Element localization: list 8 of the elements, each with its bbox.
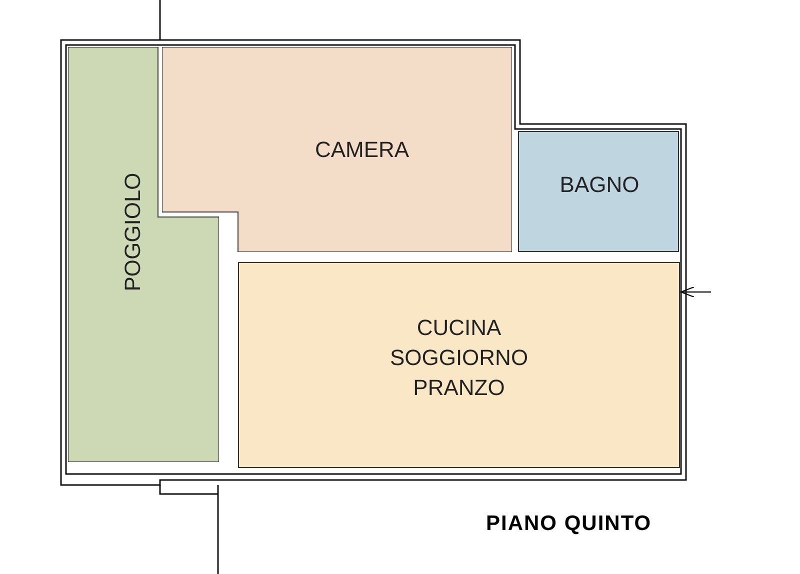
room-label: CUCINA SOGGIORNO PRANZO <box>388 314 530 402</box>
room-label: POGGIOLO <box>119 172 146 294</box>
room-label: CAMERA <box>314 136 410 164</box>
bathroom-area <box>518 131 679 252</box>
entrance-arrow <box>680 286 711 298</box>
kitchen-living-area <box>238 262 680 468</box>
room-label: BAGNO <box>558 171 640 199</box>
floor-title: PIANO QUINTO <box>486 512 652 536</box>
